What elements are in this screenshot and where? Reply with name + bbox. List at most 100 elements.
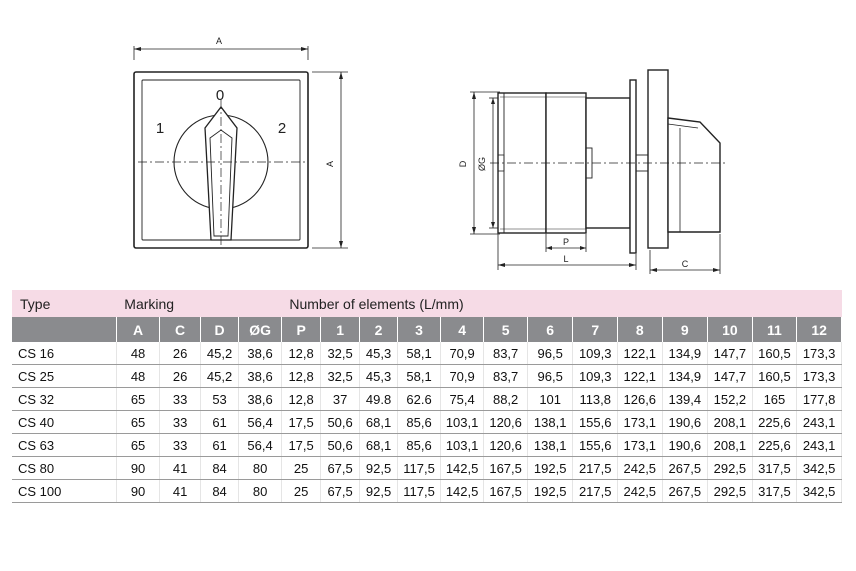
value-cell: 109,3 xyxy=(572,364,618,388)
side-dim-p-label: P xyxy=(563,237,569,247)
value-cell: 88,2 xyxy=(483,387,528,411)
side-dim-g-label: ØG xyxy=(477,157,487,171)
value-cell: 45,2 xyxy=(200,342,240,365)
column-header: D xyxy=(200,317,240,342)
type-cell: CS 16 xyxy=(12,342,117,365)
value-cell: 84 xyxy=(200,479,240,503)
position-label-0: 0 xyxy=(216,87,224,104)
value-cell: 267,5 xyxy=(662,479,709,503)
elements-header: Number of elements (L/mm) xyxy=(281,290,842,317)
value-cell: 45,2 xyxy=(200,364,240,388)
value-cell: 90 xyxy=(116,456,161,480)
value-cell: 267,5 xyxy=(662,456,709,480)
value-cell: 65 xyxy=(116,433,161,457)
value-cell: 225,6 xyxy=(752,433,798,457)
side-dim-d-label: D xyxy=(458,160,468,167)
column-header: A xyxy=(116,317,161,342)
value-cell: 58,1 xyxy=(397,342,441,365)
value-cell: 96,5 xyxy=(527,342,574,365)
value-cell: 160,5 xyxy=(752,342,798,365)
value-cell: 101 xyxy=(527,387,574,411)
front-dim-top-label: A xyxy=(216,36,222,46)
value-cell: 12,8 xyxy=(281,364,322,388)
type-cell: CS 63 xyxy=(12,433,117,457)
column-header: 6 xyxy=(527,317,574,342)
value-cell: 147,7 xyxy=(707,342,753,365)
value-cell: 65 xyxy=(116,410,161,434)
value-cell: 173,3 xyxy=(796,364,842,388)
value-cell: 120,6 xyxy=(483,433,528,457)
value-cell: 53 xyxy=(200,387,240,411)
value-cell: 167,5 xyxy=(483,456,528,480)
column-header: 5 xyxy=(483,317,528,342)
value-cell: 67,5 xyxy=(320,479,360,503)
value-cell: 85,6 xyxy=(397,433,441,457)
value-cell: 80 xyxy=(238,456,282,480)
front-view xyxy=(133,46,348,249)
value-cell: 90 xyxy=(116,479,161,503)
value-cell: 173,1 xyxy=(617,433,663,457)
value-cell: 26 xyxy=(159,364,201,388)
value-cell: 65 xyxy=(116,387,161,411)
value-cell: 190,6 xyxy=(662,410,709,434)
value-cell: 208,1 xyxy=(707,433,753,457)
value-cell: 243,1 xyxy=(796,433,842,457)
value-cell: 138,1 xyxy=(527,410,574,434)
column-header: 8 xyxy=(617,317,663,342)
value-cell: 242,5 xyxy=(617,456,663,480)
column-header: 7 xyxy=(572,317,618,342)
value-cell: 122,1 xyxy=(617,342,663,365)
value-cell: 317,5 xyxy=(752,456,798,480)
value-cell: 317,5 xyxy=(752,479,798,503)
value-cell: 134,9 xyxy=(662,364,709,388)
value-cell: 49.8 xyxy=(359,387,399,411)
type-cell: CS 100 xyxy=(12,479,117,503)
value-cell: 342,5 xyxy=(796,456,842,480)
value-cell: 142,5 xyxy=(440,456,485,480)
value-cell: 142,5 xyxy=(440,479,485,503)
value-cell: 109,3 xyxy=(572,342,618,365)
position-label-1: 1 xyxy=(156,120,164,137)
value-cell: 37 xyxy=(320,387,360,411)
value-cell: 103,1 xyxy=(440,433,485,457)
value-cell: 192,5 xyxy=(527,479,574,503)
value-cell: 68,1 xyxy=(359,433,399,457)
value-cell: 56,4 xyxy=(238,433,282,457)
column-header: 2 xyxy=(359,317,399,342)
column-header: 10 xyxy=(707,317,753,342)
value-cell: 12,8 xyxy=(281,387,322,411)
value-cell: 126,6 xyxy=(617,387,663,411)
value-cell: 120,6 xyxy=(483,410,528,434)
value-cell: 117,5 xyxy=(397,456,441,480)
value-cell: 165 xyxy=(752,387,798,411)
value-cell: 33 xyxy=(159,433,201,457)
value-cell: 75,4 xyxy=(440,387,485,411)
value-cell: 113,8 xyxy=(572,387,618,411)
value-cell: 70,9 xyxy=(440,342,485,365)
value-cell: 208,1 xyxy=(707,410,753,434)
value-cell: 84 xyxy=(200,456,240,480)
value-cell: 45,3 xyxy=(359,364,399,388)
type-header: Type xyxy=(12,290,117,317)
value-cell: 92,5 xyxy=(359,479,399,503)
value-cell: 17,5 xyxy=(281,433,322,457)
side-dim-c-label: C xyxy=(682,259,689,269)
column-header: 11 xyxy=(752,317,798,342)
value-cell: 155,6 xyxy=(572,410,618,434)
column-header: 12 xyxy=(796,317,842,342)
value-cell: 217,5 xyxy=(572,479,618,503)
position-label-2: 2 xyxy=(278,120,286,137)
value-cell: 225,6 xyxy=(752,410,798,434)
value-cell: 25 xyxy=(281,456,322,480)
value-cell: 292,5 xyxy=(707,456,753,480)
value-cell: 96,5 xyxy=(527,364,574,388)
value-cell: 70,9 xyxy=(440,364,485,388)
value-cell: 12,8 xyxy=(281,342,322,365)
value-cell: 177,8 xyxy=(796,387,842,411)
value-cell: 48 xyxy=(116,364,161,388)
column-header: 4 xyxy=(440,317,485,342)
value-cell: 83,7 xyxy=(483,342,528,365)
